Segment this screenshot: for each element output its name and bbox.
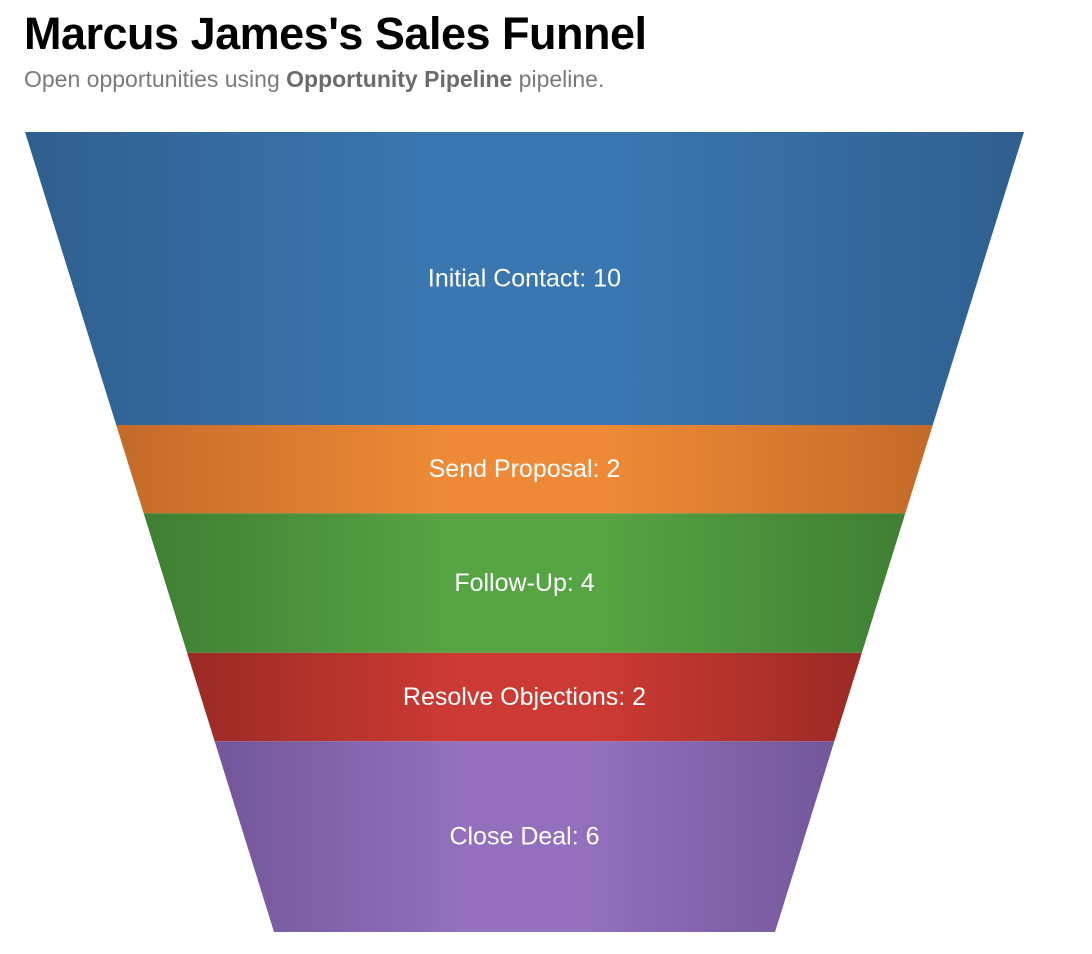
funnel-stage-label: Send Proposal: 2 — [429, 455, 621, 483]
funnel-stage-label: Resolve Objections: 2 — [403, 683, 646, 711]
subtitle-pipeline-name: Opportunity Pipeline — [286, 66, 513, 92]
funnel-stage: Resolve Objections: 2 — [187, 652, 862, 742]
funnel-segment — [187, 652, 862, 742]
funnel-stage-label: Follow-Up: 4 — [454, 569, 594, 597]
funnel-stages: Initial Contact: 10 Send Proposal: 2 Follo… — [25, 132, 1024, 932]
chart-header: Marcus James's Sales Funnel Open opportu… — [24, 6, 647, 94]
funnel-stage: Send Proposal: 2 — [116, 425, 933, 514]
funnel-stage: Initial Contact: 10 — [25, 132, 1024, 426]
funnel-segment — [25, 132, 1024, 426]
chart-subtitle: Open opportunities using Opportunity Pip… — [24, 64, 647, 94]
subtitle-prefix: Open opportunities using — [24, 66, 287, 92]
funnel-stage-label: Initial Contact: 10 — [428, 265, 621, 293]
funnel-stage: Close Deal: 6 — [214, 741, 835, 932]
funnel-stage-label: Close Deal: 6 — [449, 823, 599, 851]
subtitle-suffix: pipeline. — [512, 66, 605, 92]
funnel-stage: Follow-Up: 4 — [143, 513, 906, 653]
funnel-segment — [214, 741, 835, 932]
funnel-segment — [116, 425, 933, 514]
chart-title: Marcus James's Sales Funnel — [24, 8, 647, 59]
funnel-segment — [143, 513, 906, 653]
